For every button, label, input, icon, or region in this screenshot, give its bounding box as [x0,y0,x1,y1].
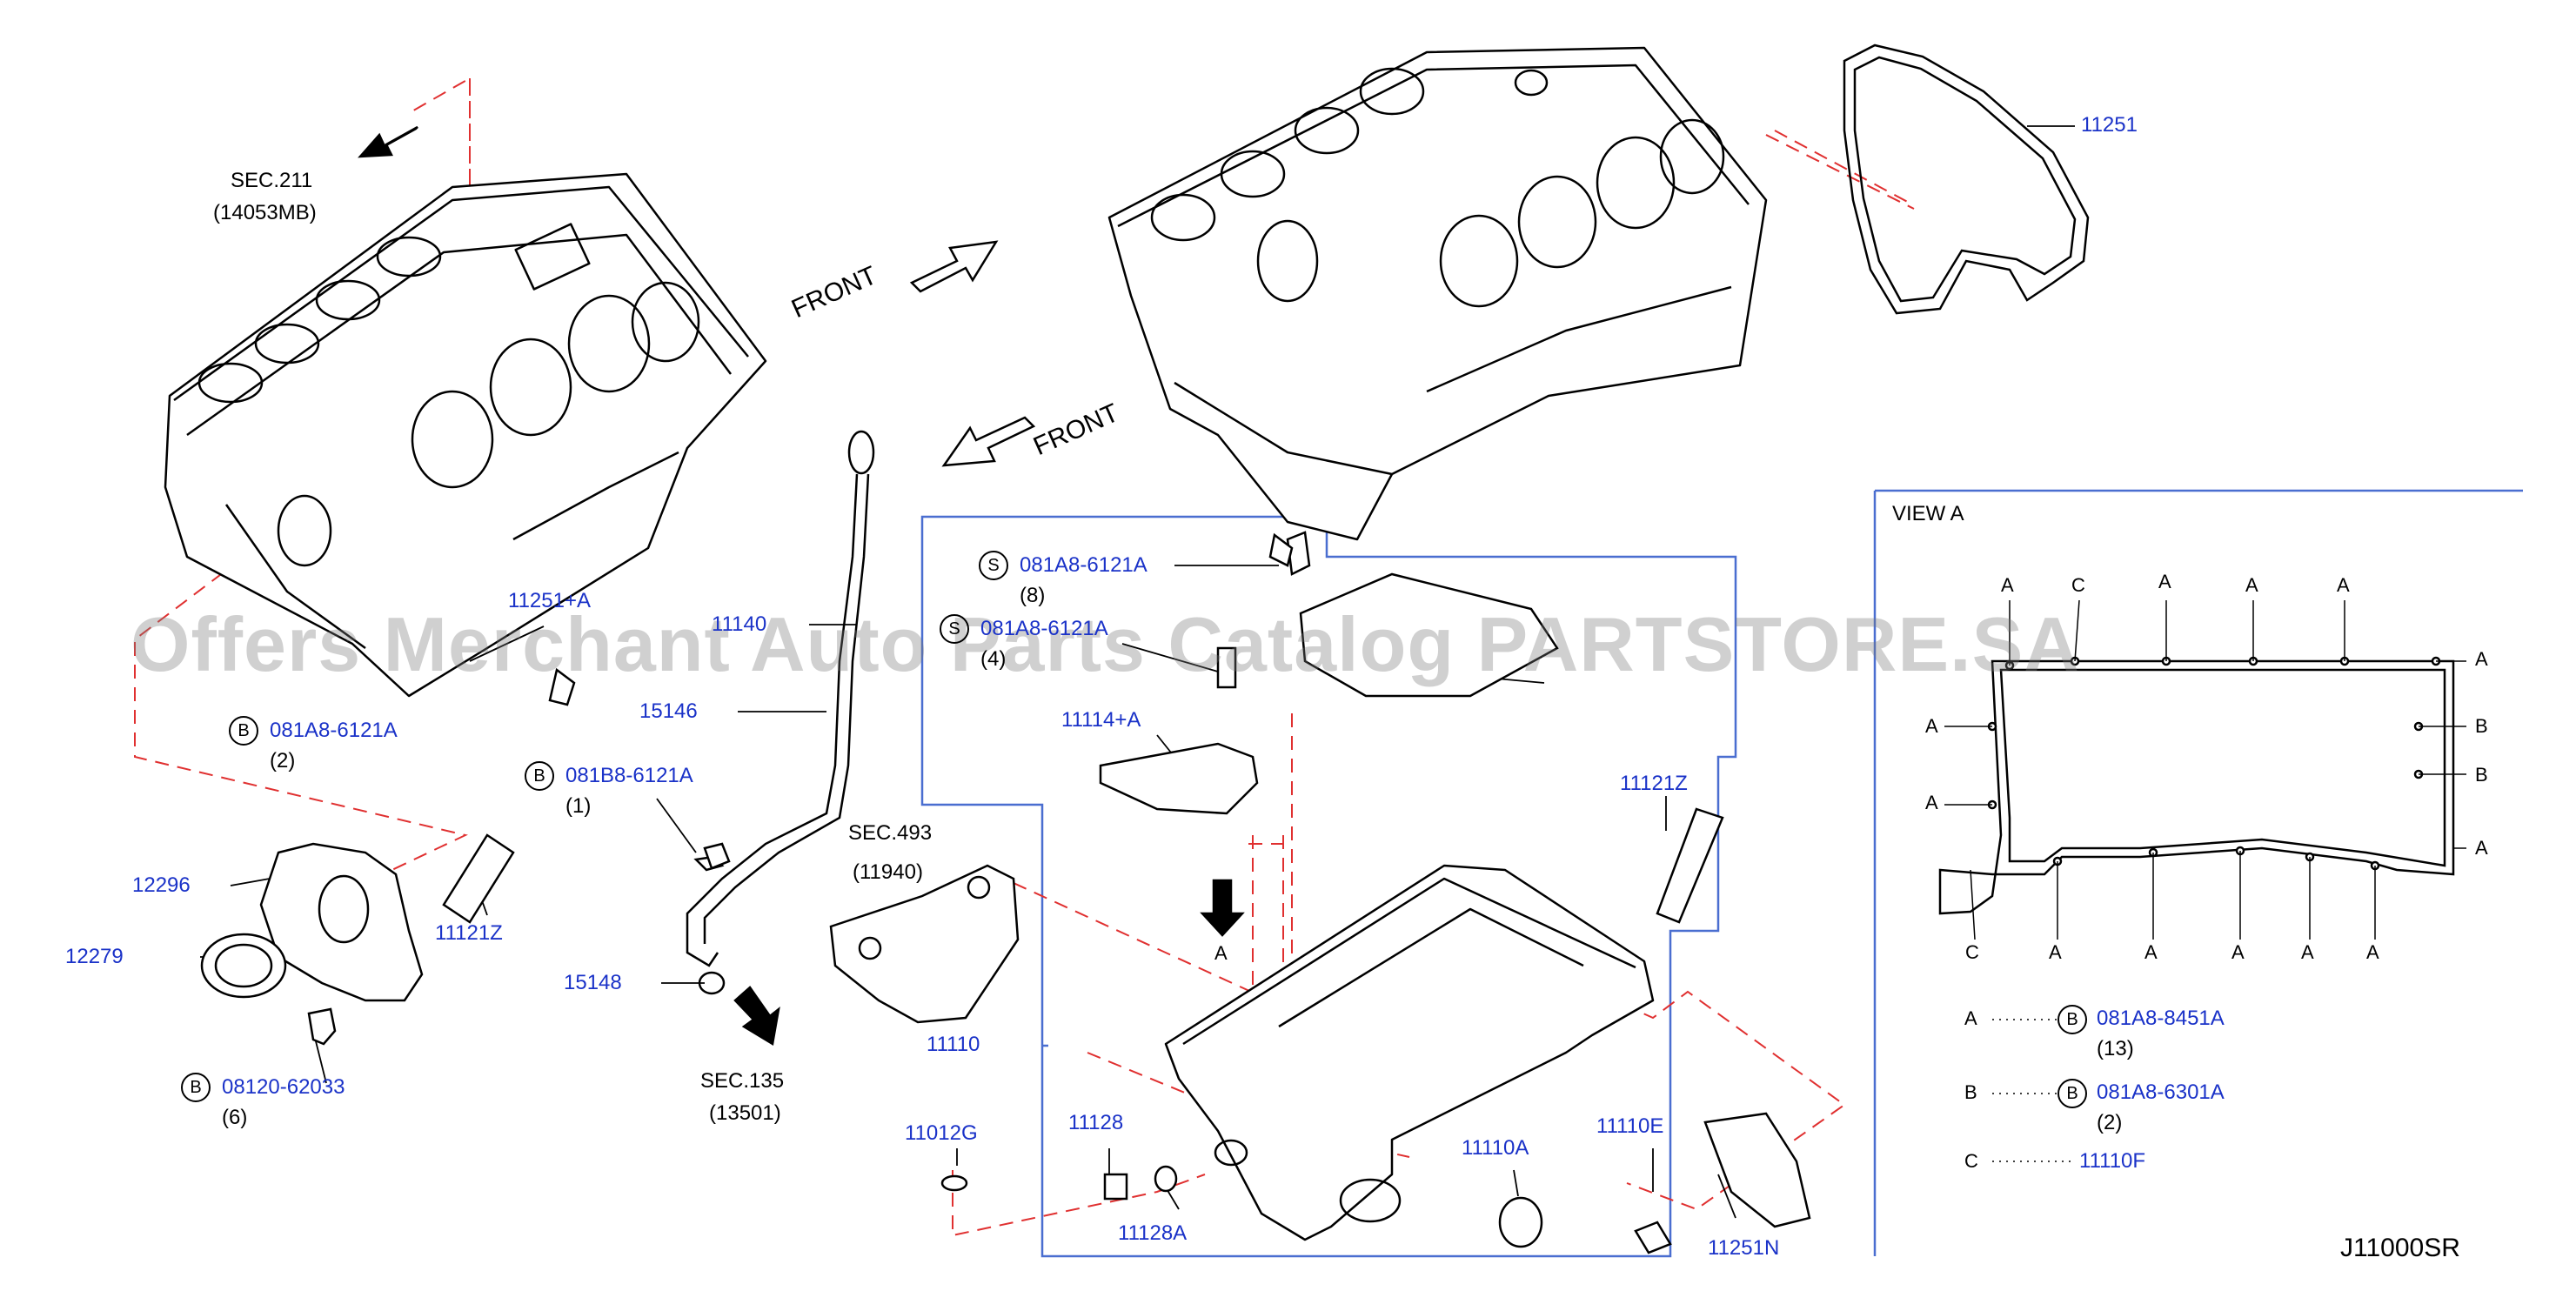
callout-11110a[interactable]: 11110A [1462,1136,1529,1160]
sec-493-label[interactable]: SEC.493 [848,821,933,845]
qty-081a8-6301a: (2) [2097,1111,2123,1134]
view-mark: A [2144,941,2158,963]
group-frames [920,489,2523,1258]
circle-b-legend-2: B [2057,1079,2087,1108]
qty-081a8-8451a: (13) [2097,1037,2134,1060]
rear-plate-gasket [1843,43,2090,315]
circle-b-1: B [229,716,258,746]
view-mark: C [1965,941,1979,963]
callout-12279[interactable]: 12279 [65,945,124,968]
cylinder-block-right [1107,46,1768,541]
cylinder-block-left [164,172,767,698]
legend-key-a: A [1964,1007,1977,1029]
callout-11110[interactable]: 11110 [927,1033,980,1056]
circle-b-3: B [181,1073,211,1102]
qty-081a8-6121a-s1: (8) [1020,584,1046,607]
oil-pan-frame [920,515,1737,1258]
callout-11251-a[interactable]: 11251+A [508,589,591,612]
callout-081b8-6121a[interactable]: 081B8-6121A [565,764,693,787]
view-mark: A [2245,574,2258,596]
view-mark: A [1925,715,1938,737]
callout-081a8-8451a[interactable]: 081A8-8451A [2097,1007,2225,1030]
circle-b-legend-1: B [2057,1005,2087,1034]
qty-081a8-6121a-b: (2) [270,749,296,773]
qty-081a8-6121a-s2: (4) [980,647,1007,671]
view-a-arrow-marker: A [1214,942,1228,964]
callout-081a8-6121a-s2[interactable]: 081A8-6121A [980,617,1108,640]
legend-key-c: C [1964,1150,1978,1172]
view-mark: A [2301,941,2314,963]
view-mark: B [2475,764,2488,786]
callout-15148[interactable]: 15148 [564,971,622,994]
callout-11251n[interactable]: 11251N [1708,1236,1780,1260]
view-a-leaders [1944,599,2466,940]
qty-08120-62033: (6) [222,1106,248,1129]
sec-493-code: (11940) [853,860,923,884]
bracket [829,864,1020,1024]
callout-11110e[interactable]: 11110E [1596,1114,1664,1138]
callout-11251[interactable]: 11251 [2081,113,2138,137]
view-mark: C [2071,574,2085,596]
sec-211-code: (14053MB) [213,201,317,224]
callout-11012g[interactable]: 11012G [905,1121,978,1145]
circle-s-2: S [940,614,969,644]
circle-b-2: B [525,761,554,791]
view-a-outline [1938,656,2455,915]
callout-11128[interactable]: 11128 [1068,1111,1124,1134]
callout-15146[interactable]: 15146 [639,699,698,723]
view-mark: B [2475,715,2488,737]
legend-key-b: B [1964,1081,1977,1103]
view-mark: A [2001,574,2014,596]
drawing-code: J11000SR [2340,1234,2460,1262]
view-mark: A [2366,941,2379,963]
callout-11128a[interactable]: 11128A [1118,1221,1188,1245]
view-mark: A [2158,571,2171,592]
callout-11110f[interactable]: 11110F [2079,1149,2146,1173]
view-mark: A [2231,941,2245,963]
oil-pump-group [200,833,515,1046]
callout-11140[interactable]: 11140 [712,612,767,636]
view-a-frame [1873,489,2523,1256]
circle-s-1: S [979,551,1008,580]
callout-081a8-6121a-b[interactable]: 081A8-6121A [270,719,398,742]
direction-arrows [358,125,1245,1047]
oil-pan [1164,864,1655,1241]
view-mark: A [2475,648,2488,670]
view-mark: A [2475,837,2488,859]
callout-11121z-left[interactable]: 11121Z [435,921,503,945]
view-mark: A [2049,941,2062,963]
callout-11114-a[interactable]: 11114+A [1061,708,1141,732]
callout-12296[interactable]: 12296 [132,873,191,897]
qty-081b8-6121a: (1) [565,794,592,818]
callout-081a8-6301a[interactable]: 081A8-6301A [2097,1080,2225,1104]
sec-211-label[interactable]: SEC.211 [231,169,313,192]
callout-081a8-6121a-s1[interactable]: 081A8-6121A [1020,553,1147,577]
view-a-title: VIEW A [1892,502,1964,525]
view-mark: A [2337,574,2350,596]
callout-11121z-right[interactable]: 11121Z [1620,772,1688,795]
small-parts [548,532,1811,1254]
sec-135-code: (13501) [709,1101,781,1125]
baffle-plate [1099,531,1559,815]
sec-135-label[interactable]: SEC.135 [700,1069,785,1093]
dipstick-assembly [686,430,875,995]
view-mark: A [1925,792,1938,813]
callout-08120-62033[interactable]: 08120-62033 [222,1075,345,1099]
